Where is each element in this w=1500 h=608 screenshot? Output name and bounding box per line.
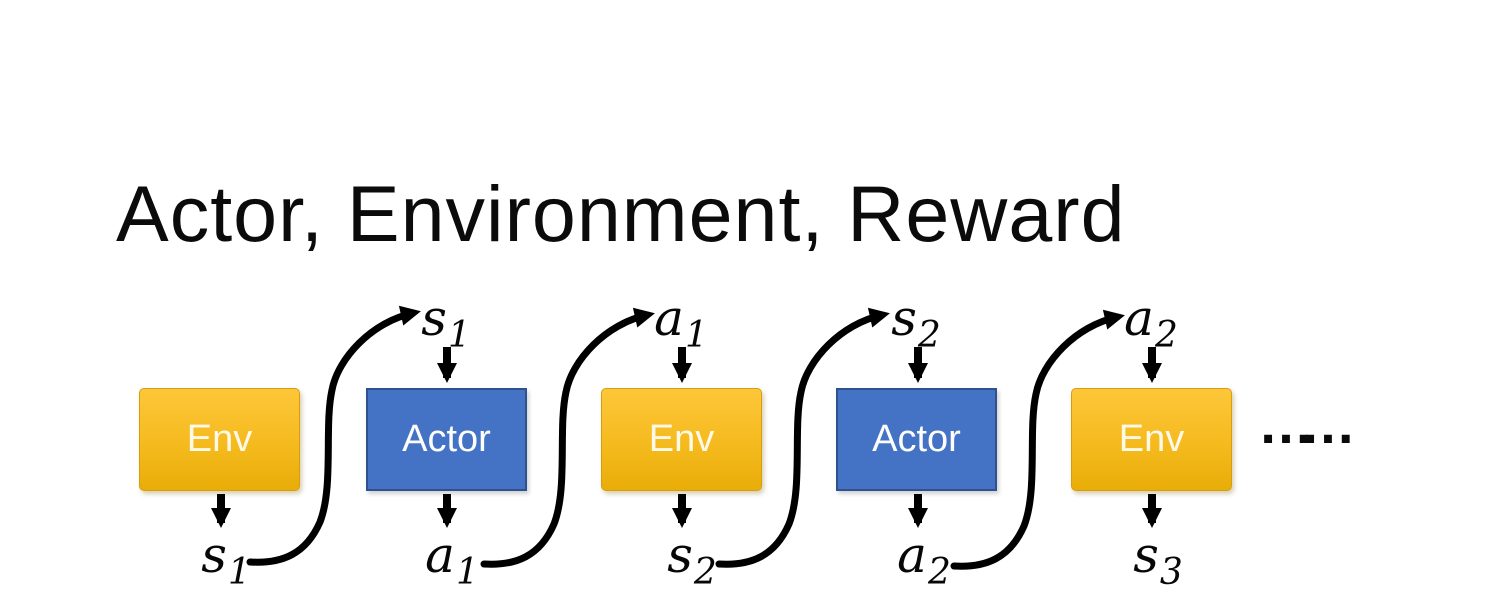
bottom-label-s3: s3 <box>1133 526 1183 593</box>
actor-box-2: Actor <box>836 388 997 491</box>
env-box-3-label: Env <box>1118 418 1185 460</box>
continuation-ellipsis: …… <box>1258 392 1356 455</box>
top-label-a2: a2 <box>1124 289 1178 356</box>
env-box-2-label: Env <box>648 418 715 460</box>
env-box-2: Env <box>601 388 762 491</box>
bottom-label-a2: a2 <box>897 526 951 593</box>
actor-box-2-label: Actor <box>872 418 961 460</box>
env-box-3: Env <box>1071 388 1232 491</box>
top-label-s2: s2 <box>891 289 941 356</box>
bottom-label-s1: s1 <box>201 526 251 593</box>
env-box-1: Env <box>139 388 300 491</box>
actor-box-1-label: Actor <box>402 418 491 460</box>
top-label-a1: a1 <box>654 289 708 356</box>
bottom-label-s2: s2 <box>667 526 717 593</box>
page-title: Actor, Environment, Reward <box>116 168 1126 258</box>
actor-box-1: Actor <box>366 388 527 491</box>
top-label-s1: s1 <box>421 289 471 356</box>
env-box-1-label: Env <box>186 418 253 460</box>
bottom-label-a1: a1 <box>425 526 479 593</box>
